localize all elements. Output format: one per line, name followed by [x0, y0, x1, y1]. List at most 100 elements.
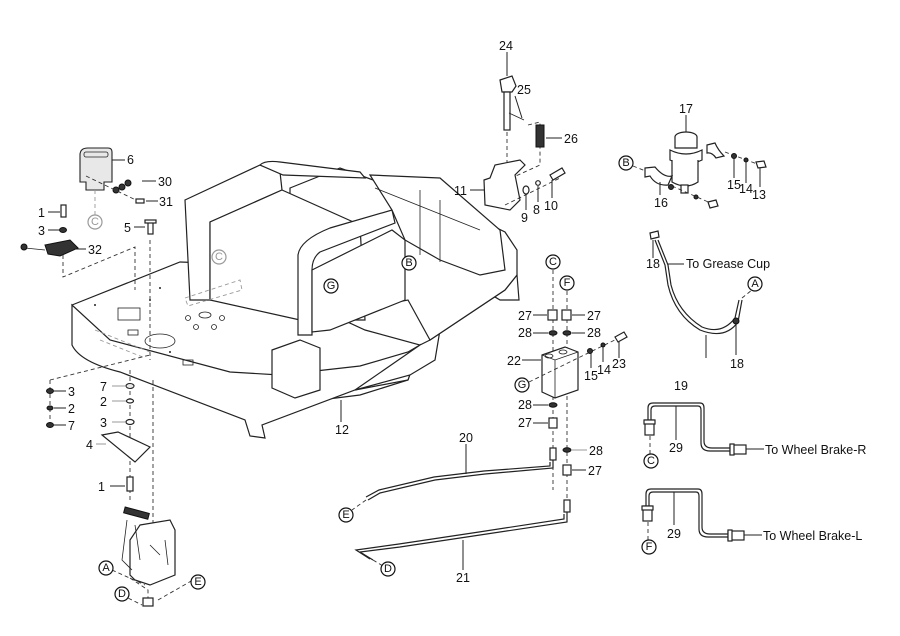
reservoir-group: 17 B 16 15 14 13: [618, 102, 767, 210]
svg-text:F: F: [646, 541, 653, 553]
callout-29a: 29: [669, 441, 683, 455]
callout-6: 6: [127, 153, 134, 167]
svg-text:D: D: [118, 588, 126, 600]
left-lower-fixings: 3 2 7 7 2 3 4 1: [46, 354, 154, 525]
svg-text:G: G: [327, 280, 336, 292]
wheel-brake-pipe-r: 19 To Wheel Brake-R 29 C: [643, 379, 866, 469]
callout-14a: 14: [739, 182, 753, 196]
hose-clip-top: [649, 230, 660, 240]
callout-30: 30: [158, 175, 172, 189]
callout-19: 19: [674, 379, 688, 393]
ref-marker-b: [401, 255, 417, 271]
svg-text:E: E: [194, 576, 201, 588]
latch-group: 24 25 26 11 9 8 10: [454, 39, 578, 225]
callout-27d: 27: [588, 464, 602, 478]
callout-15a: 15: [727, 178, 741, 192]
callout-28c: 28: [518, 398, 532, 412]
callout-28b: 28: [587, 326, 601, 340]
washer-8: [535, 180, 541, 186]
grease-hose-group: 18 To Grease Cup A 18: [646, 230, 770, 371]
svg-text:G: G: [518, 379, 527, 391]
right-side-panel: [311, 229, 406, 333]
pedal-hint: [94, 329, 151, 359]
callout-2b: 2: [68, 402, 75, 416]
nut-30c: [124, 179, 132, 187]
pin-head: [499, 75, 517, 93]
bolt-1c: [126, 476, 134, 492]
callout-21: 21: [456, 571, 470, 585]
callout-29b: 29: [667, 527, 681, 541]
svg-text:C: C: [647, 455, 655, 467]
ref-marker-d: [114, 586, 130, 602]
callout-9: 9: [521, 211, 528, 225]
plate-6-group: 6 30 31 C: [79, 147, 173, 230]
ref-marker-f: [641, 539, 657, 555]
wheel-brake-l-label: To Wheel Brake-L: [763, 529, 862, 543]
svg-text:F: F: [564, 277, 571, 289]
clamp-upper: [706, 142, 726, 159]
pedal-pad: [123, 506, 150, 520]
svg-text:D: D: [384, 563, 392, 575]
callout-3a: 3: [38, 224, 45, 238]
callout-7b: 7: [68, 419, 75, 433]
reservoir-17: [671, 160, 699, 187]
pedal-pad-32: [44, 239, 79, 257]
svg-text:A: A: [751, 278, 759, 290]
bolt-10: [549, 167, 566, 181]
callout-26: 26: [564, 132, 578, 146]
top-bar: [258, 160, 367, 179]
callout-4: 4: [86, 438, 93, 452]
left-pedal-fixings: 1 3 32 5: [20, 204, 157, 360]
callout-10: 10: [544, 199, 558, 213]
bolt-31: [135, 198, 145, 204]
callout-27b: 27: [587, 309, 601, 323]
svg-text:E: E: [342, 509, 349, 521]
valve-block-22: [541, 346, 579, 399]
callout-28d: 28: [589, 444, 603, 458]
callout-14b: 14: [597, 363, 611, 377]
wheel-brake-pipe-l: To Wheel Brake-L 29 F: [641, 488, 862, 555]
ref-marker-b: [618, 155, 634, 171]
callout-31: 31: [159, 195, 173, 209]
floor-holes: [94, 287, 225, 366]
svg-text:B: B: [622, 157, 629, 169]
grease-cup-label: To Grease Cup: [686, 257, 770, 271]
svg-text:B: B: [405, 257, 412, 269]
bolt-5: [147, 221, 154, 235]
callout-18b: 18: [730, 357, 744, 371]
ref-marker-c: [211, 249, 227, 265]
rear-frame: [368, 174, 506, 276]
callout-32: 32: [88, 243, 102, 257]
bracket-hint: [184, 279, 243, 307]
pin-24: [503, 91, 511, 131]
front-skirt: [71, 303, 422, 439]
callout-27c: 27: [518, 416, 532, 430]
fitting-27: [547, 309, 558, 321]
callout-20: 20: [459, 431, 473, 445]
callout-28a: 28: [518, 326, 532, 340]
callout-13: 13: [752, 188, 766, 202]
callout-3b: 3: [68, 385, 75, 399]
nut-30a: [112, 186, 120, 194]
callout-23: 23: [612, 357, 626, 371]
dash-6: [85, 175, 141, 203]
callout-1a: 1: [38, 206, 45, 220]
ref-marker-e: [190, 574, 206, 590]
callout-27a: 27: [518, 309, 532, 323]
brake-pipe-21: 21 D: [354, 499, 571, 585]
brake-pipe-20: 20 E: [338, 431, 557, 523]
svg-text:C: C: [215, 251, 223, 263]
rear-frame-detail: [374, 187, 481, 262]
step-well: [271, 339, 321, 399]
callout-7c: 7: [100, 380, 107, 394]
ref-marker-a: [98, 560, 114, 576]
brake-pedal-assembly: A D E: [98, 506, 206, 607]
callout-22: 22: [507, 354, 521, 368]
callout-17: 17: [679, 102, 693, 116]
callout-25: 25: [517, 83, 531, 97]
spring-26: [535, 124, 545, 148]
washer-9: [522, 185, 530, 195]
ref-marker-f: [559, 275, 575, 291]
callout-8: 8: [533, 203, 540, 217]
